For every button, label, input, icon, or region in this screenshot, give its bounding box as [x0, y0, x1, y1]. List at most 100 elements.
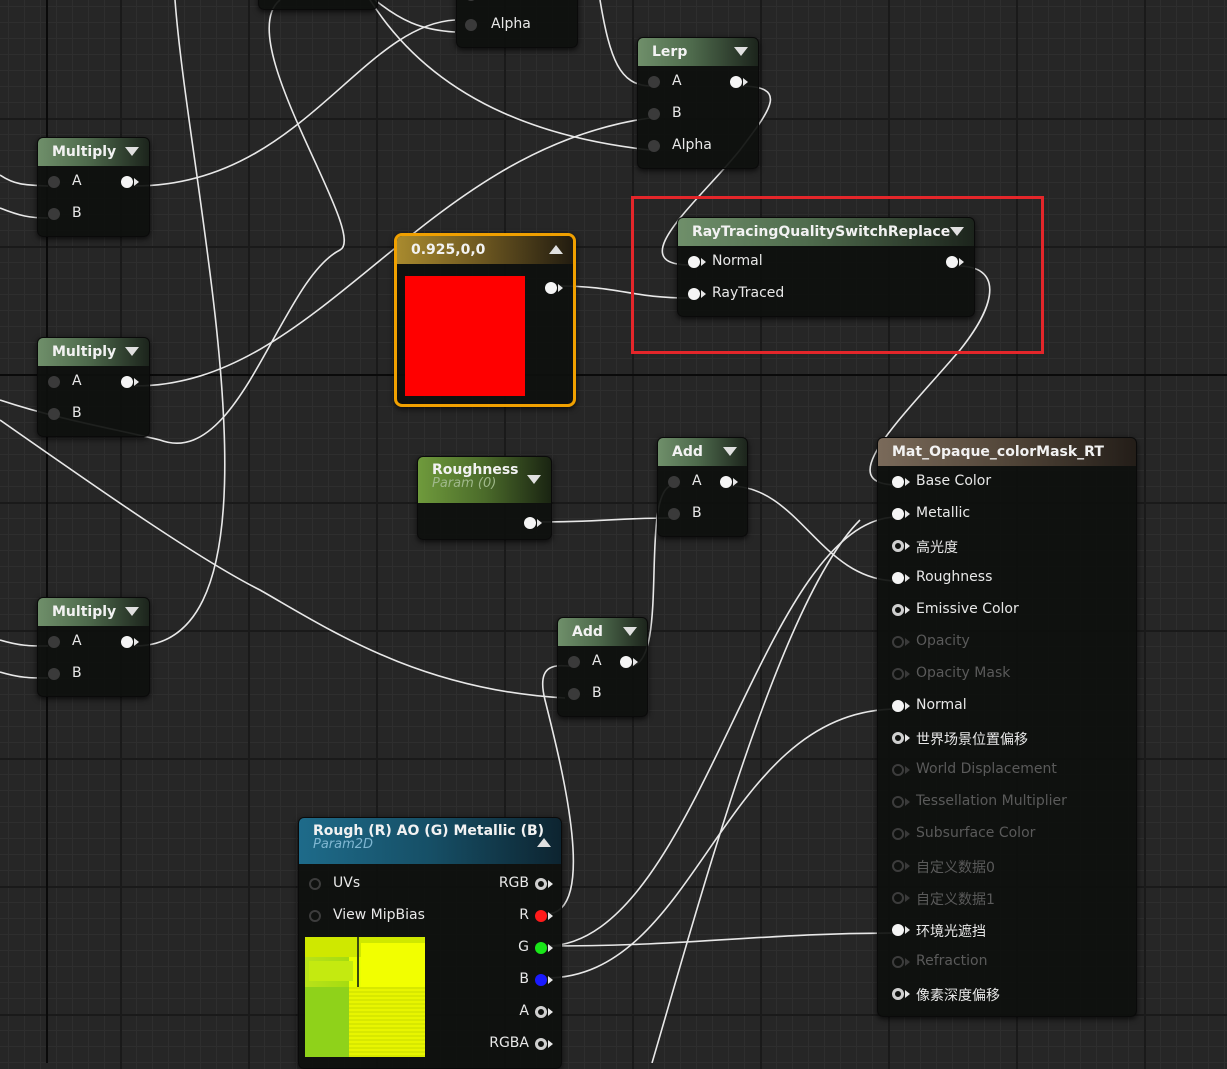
material-input-pin[interactable]	[892, 604, 904, 616]
wire[interactable]	[545, 708, 899, 979]
output-pin[interactable]	[545, 282, 557, 294]
wire[interactable]	[374, 0, 456, 33]
wire[interactable]	[545, 516, 899, 947]
collapse-arrow-icon[interactable]	[723, 447, 737, 456]
material-pin-row[interactable]: 自定义数据0	[878, 850, 1136, 882]
multiply-node[interactable]: Multiply A B	[37, 597, 150, 697]
node-header[interactable]: Add	[558, 618, 647, 646]
constant-color-node[interactable]: 0.925,0,0	[394, 233, 576, 407]
material-input-pin[interactable]	[892, 508, 904, 520]
node-header[interactable]: 0.925,0,0	[397, 236, 573, 264]
output-pin-g[interactable]	[535, 942, 547, 954]
pin-b-input[interactable]	[48, 408, 60, 420]
collapse-arrow-icon[interactable]	[537, 838, 551, 847]
output-pin[interactable]	[121, 176, 133, 188]
pin-uvs-input[interactable]	[309, 878, 321, 890]
output-pin-rgba[interactable]	[535, 1038, 547, 1050]
material-pin-row[interactable]: 像素深度偏移	[878, 978, 1136, 1010]
output-pin[interactable]	[620, 656, 632, 668]
pin-alpha-input[interactable]	[465, 19, 477, 31]
material-input-pin[interactable]	[892, 540, 904, 552]
material-pin-row[interactable]: Base Color	[878, 466, 1136, 498]
pin-alpha-input[interactable]	[648, 140, 660, 152]
add-node[interactable]: Add A B	[557, 617, 648, 717]
pin-a-input[interactable]	[48, 176, 60, 188]
node-header[interactable]: Mat_Opaque_colorMask_RT	[878, 438, 1136, 466]
wire[interactable]	[537, 517, 671, 523]
material-pin-row[interactable]: World Displacement	[878, 754, 1136, 786]
output-pin[interactable]	[121, 636, 133, 648]
material-pin-row[interactable]: Normal	[878, 690, 1136, 722]
collapse-arrow-icon[interactable]	[125, 147, 139, 156]
material-pin-row[interactable]: 高光度	[878, 530, 1136, 562]
material-input-pin[interactable]	[892, 988, 904, 1000]
material-input-pin[interactable]	[892, 700, 904, 712]
material-pin-row[interactable]: Tessellation Multiplier	[878, 786, 1136, 818]
output-pin[interactable]	[720, 476, 732, 488]
wire[interactable]	[134, 19, 456, 187]
collapse-arrow-icon[interactable]	[549, 245, 563, 254]
output-pin-rgb[interactable]	[535, 878, 547, 890]
pin-view-mipbias-input[interactable]	[309, 910, 321, 922]
material-pin-row[interactable]: Subsurface Color	[878, 818, 1136, 850]
multiply-node[interactable]: Multiply A B	[37, 337, 150, 437]
lerp-node[interactable]: Lerp A B Alpha	[637, 37, 759, 169]
wire[interactable]	[545, 932, 899, 947]
collapse-arrow-icon[interactable]	[527, 475, 541, 484]
pin-a-input[interactable]	[48, 376, 60, 388]
roughness-param-node[interactable]: Roughness Param (0)	[417, 456, 552, 540]
collapse-arrow-icon[interactable]	[950, 227, 964, 236]
material-pin-row[interactable]: Emissive Color	[878, 594, 1136, 626]
pin-a-input[interactable]	[48, 636, 60, 648]
collapse-arrow-icon[interactable]	[125, 347, 139, 356]
lerp-node-top[interactable]: B Alpha	[456, 0, 578, 48]
wire[interactable]	[651, 519, 861, 1063]
material-input-pin[interactable]	[892, 732, 904, 744]
add-node[interactable]: Add A B	[657, 437, 748, 537]
pin-b-input[interactable]	[48, 668, 60, 680]
material-pin-row[interactable]: 自定义数据1	[878, 882, 1136, 914]
material-pin-row[interactable]: Metallic	[878, 498, 1136, 530]
node-header[interactable]: Multiply	[38, 338, 149, 366]
material-input-pin[interactable]	[892, 572, 904, 584]
material-pin-row[interactable]: Opacity	[878, 626, 1136, 658]
collapse-arrow-icon[interactable]	[734, 47, 748, 56]
node-header[interactable]: Add	[658, 438, 747, 466]
pin-a-input[interactable]	[648, 76, 660, 88]
material-pin-row[interactable]: 世界场景位置偏移	[878, 722, 1136, 754]
output-pin-a[interactable]	[535, 1006, 547, 1018]
output-pin[interactable]	[121, 376, 133, 388]
node-header[interactable]: Roughness Param (0)	[418, 457, 551, 503]
output-pin[interactable]	[946, 256, 958, 268]
collapse-arrow-icon[interactable]	[125, 607, 139, 616]
partial-node-top-left[interactable]	[258, 0, 378, 10]
pin-a-input[interactable]	[568, 656, 580, 668]
material-pin-row[interactable]: Roughness	[878, 562, 1136, 594]
pin-a-input[interactable]	[668, 476, 680, 488]
collapse-arrow-icon[interactable]	[623, 627, 637, 636]
node-header[interactable]: Multiply	[38, 598, 149, 626]
pin-b-input[interactable]	[648, 108, 660, 120]
material-pin-row[interactable]: Refraction	[878, 946, 1136, 978]
output-pin-b[interactable]	[535, 974, 547, 986]
pin-b-input[interactable]	[48, 208, 60, 220]
multiply-node[interactable]: Multiply A B	[37, 137, 150, 237]
wire[interactable]	[729, 485, 899, 582]
texture-sample-node[interactable]: Rough (R) AO (G) Metallic (B) Param2D UV…	[298, 817, 562, 1069]
material-pin-row[interactable]: Opacity Mask	[878, 658, 1136, 690]
output-pin[interactable]	[730, 76, 742, 88]
node-header[interactable]: Lerp	[638, 38, 758, 66]
material-input-pin[interactable]	[892, 924, 904, 936]
wire[interactable]	[134, 0, 226, 647]
pin-b-input[interactable]	[465, 0, 477, 1]
pin-b-input[interactable]	[668, 508, 680, 520]
material-input-pin[interactable]	[892, 476, 904, 488]
output-pin[interactable]	[524, 517, 536, 529]
pin-raytraced-input[interactable]	[688, 288, 700, 300]
node-header[interactable]: Rough (R) AO (G) Metallic (B) Param2D	[299, 818, 561, 864]
output-pin-r[interactable]	[535, 910, 547, 922]
material-pin-row[interactable]: 环境光遮挡	[878, 914, 1136, 946]
node-header[interactable]: Multiply	[38, 138, 149, 166]
pin-b-input[interactable]	[568, 688, 580, 700]
